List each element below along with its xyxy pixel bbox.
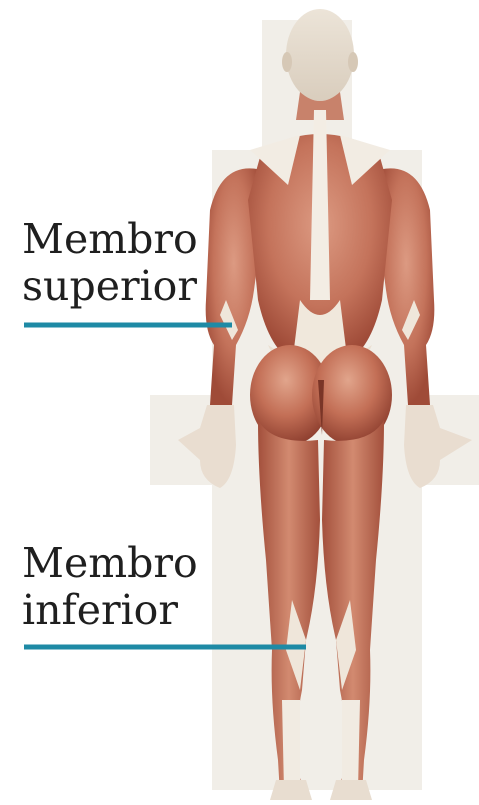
upper-limb-label-line1: Membro: [22, 216, 198, 263]
lower-limb-label-line1: Membro: [22, 540, 198, 587]
upper-limb-label: Membro superior: [22, 216, 198, 310]
lower-limb-label-line2: inferior: [22, 587, 198, 634]
upper-limb-label-line2: superior: [22, 263, 198, 310]
lower-limb-label: Membro inferior: [22, 540, 198, 634]
